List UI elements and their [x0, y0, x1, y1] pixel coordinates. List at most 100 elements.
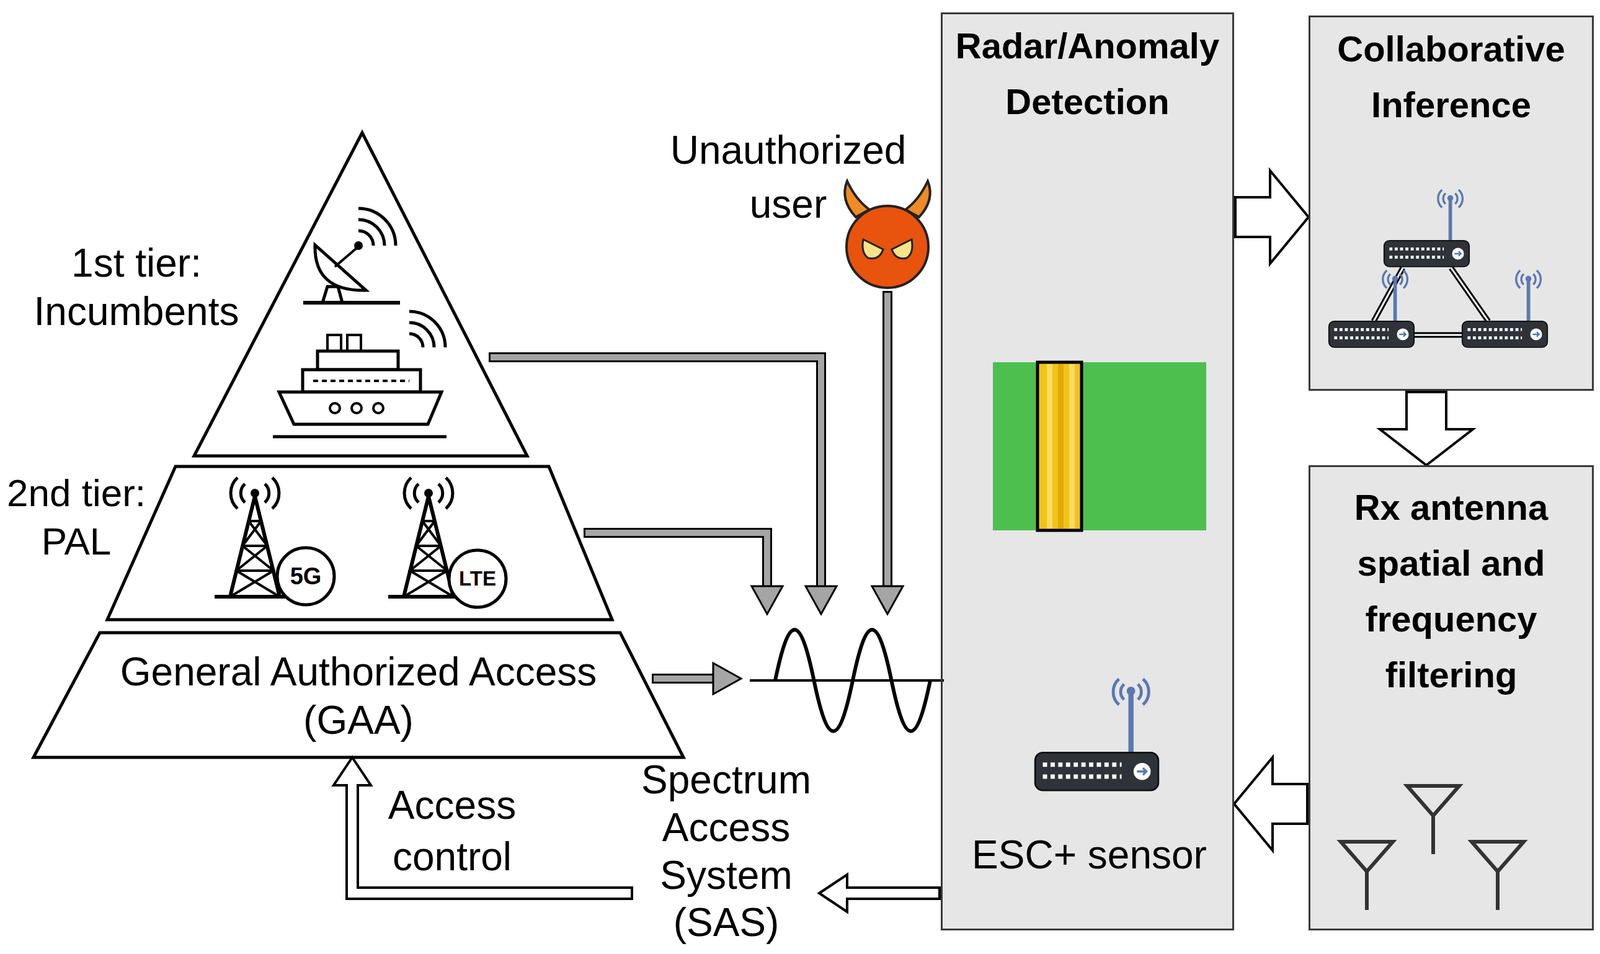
signal-arrow — [805, 586, 837, 614]
router-icon — [1328, 270, 1414, 348]
rx-antenna-icon — [1340, 841, 1393, 872]
arrow-head — [1270, 170, 1309, 264]
cell-tower-icon — [250, 488, 260, 498]
panel-heading: Collaborative Inference — [1314, 21, 1588, 133]
arrow-body — [1236, 198, 1274, 236]
panel-fill — [1308, 465, 1594, 931]
router-icon — [1384, 189, 1470, 267]
node-label: Spectrum Access System (SAS) — [633, 755, 820, 947]
devil-icon — [844, 181, 931, 288]
signal-arrow — [713, 662, 742, 694]
gaa-tier: General Authorized Access (GAA) — [33, 632, 684, 758]
ship-icon — [347, 334, 361, 352]
ship-icon — [272, 435, 447, 439]
ship-icon — [279, 391, 442, 425]
edge-label: Access control — [377, 779, 527, 883]
signal-arrow — [488, 357, 822, 588]
rx-antenna-icon — [1340, 785, 1524, 910]
cell-tower-icon — [403, 496, 454, 597]
cell-tower-icon — [214, 477, 335, 605]
rx-filtering-panel: Rx antenna spatial and frequency filteri… — [1308, 465, 1594, 931]
badge-label: 5G — [277, 547, 335, 605]
satellite-dish-icon — [303, 208, 400, 303]
hollow-arrow — [819, 874, 941, 912]
signal-wave — [749, 629, 944, 732]
satellite-dish-icon — [322, 286, 343, 303]
satellite-dish-icon — [315, 244, 366, 291]
panel-heading: Radar/Anomaly Detection — [946, 17, 1228, 130]
hollow-arrow — [1379, 390, 1473, 466]
incumbent-tier: 1st tier: Incumbents — [194, 132, 528, 456]
detection-panel: Radar/Anomaly DetectionESC+ sensor — [940, 12, 1235, 931]
arrow-head — [333, 757, 371, 786]
rx-antenna-icon — [1495, 871, 1500, 910]
cell-tower-icon — [404, 477, 453, 509]
tier-outline — [107, 466, 613, 620]
devil-icon — [862, 239, 884, 259]
badge-holder: 5G — [277, 547, 335, 605]
ship-icon — [373, 403, 384, 414]
cell-tower-icon — [424, 488, 433, 498]
node-label: 2nd tier: PAL — [4, 468, 148, 566]
router-icon — [1462, 270, 1548, 348]
tier-outline-shape — [194, 132, 528, 456]
tier-outline — [194, 132, 528, 456]
satellite-dish-icon — [358, 208, 396, 246]
spectrogram-image — [1037, 362, 1082, 531]
ship-icon — [272, 311, 447, 437]
hollow-arrow — [1234, 757, 1309, 851]
esc-sensor: ESC+ sensor — [955, 663, 1224, 900]
spectrogram-image — [1057, 364, 1064, 529]
ship-icon — [351, 403, 362, 414]
rx-antenna-icon — [1431, 815, 1436, 854]
cell-tower-icon — [388, 477, 507, 608]
unauthorized-user: Unauthorized user — [644, 120, 937, 289]
pal-tier: 2nd tier: PAL — [107, 466, 613, 620]
ship-icon — [329, 403, 340, 414]
satellite-dish-icon — [303, 300, 400, 305]
node-label: General Authorized Access (GAA) — [97, 647, 619, 745]
sensor-router-icon — [1035, 679, 1159, 791]
ship-icon — [317, 351, 399, 370]
ship-icon — [409, 311, 446, 348]
tier-outline-shape — [33, 632, 684, 758]
hollow-arrow — [333, 757, 634, 894]
signal-arrow — [490, 357, 822, 590]
devil-icon — [891, 239, 913, 259]
signal-arrow — [653, 675, 717, 682]
signal-arrow — [884, 292, 891, 590]
cell-tower-icon — [230, 520, 280, 597]
cell-tower-icon — [230, 496, 280, 597]
rx-antenna-icon — [1407, 785, 1460, 816]
signal-wave — [749, 679, 944, 682]
arrow-head — [1234, 757, 1273, 851]
satellite-dish-icon — [354, 241, 363, 250]
arrow-body — [1269, 785, 1307, 823]
arrow-body — [844, 888, 939, 898]
cell-tower-icon — [403, 520, 454, 597]
arrow-head — [1379, 429, 1473, 466]
edge-label-holder: Access control — [377, 779, 527, 883]
spectrogram-image — [992, 362, 1207, 531]
arrow-head — [819, 874, 848, 912]
collaborative-panel: Collaborative Inference — [1308, 15, 1594, 391]
panel-fill — [1308, 15, 1594, 391]
ship-icon — [313, 379, 410, 383]
signal-wave — [775, 629, 931, 732]
spectrogram-image — [1046, 364, 1053, 529]
rx-antenna-icon — [1471, 841, 1524, 872]
satellite-dish-icon — [334, 248, 357, 267]
ship-icon — [302, 369, 421, 392]
signal-arrow — [751, 586, 783, 614]
badge-holder: LTE — [448, 550, 507, 608]
spectrogram-image — [1069, 364, 1075, 529]
signal-arrow — [583, 532, 768, 588]
tier-outline-shape — [107, 466, 613, 620]
devil-icon — [846, 205, 929, 288]
node-label: 1st tier: Incumbents — [24, 238, 249, 336]
cell-tower-icon — [277, 547, 335, 605]
ship-icon — [327, 334, 342, 352]
panel-fill — [940, 12, 1235, 931]
rx-antenna-icon — [1364, 871, 1369, 910]
